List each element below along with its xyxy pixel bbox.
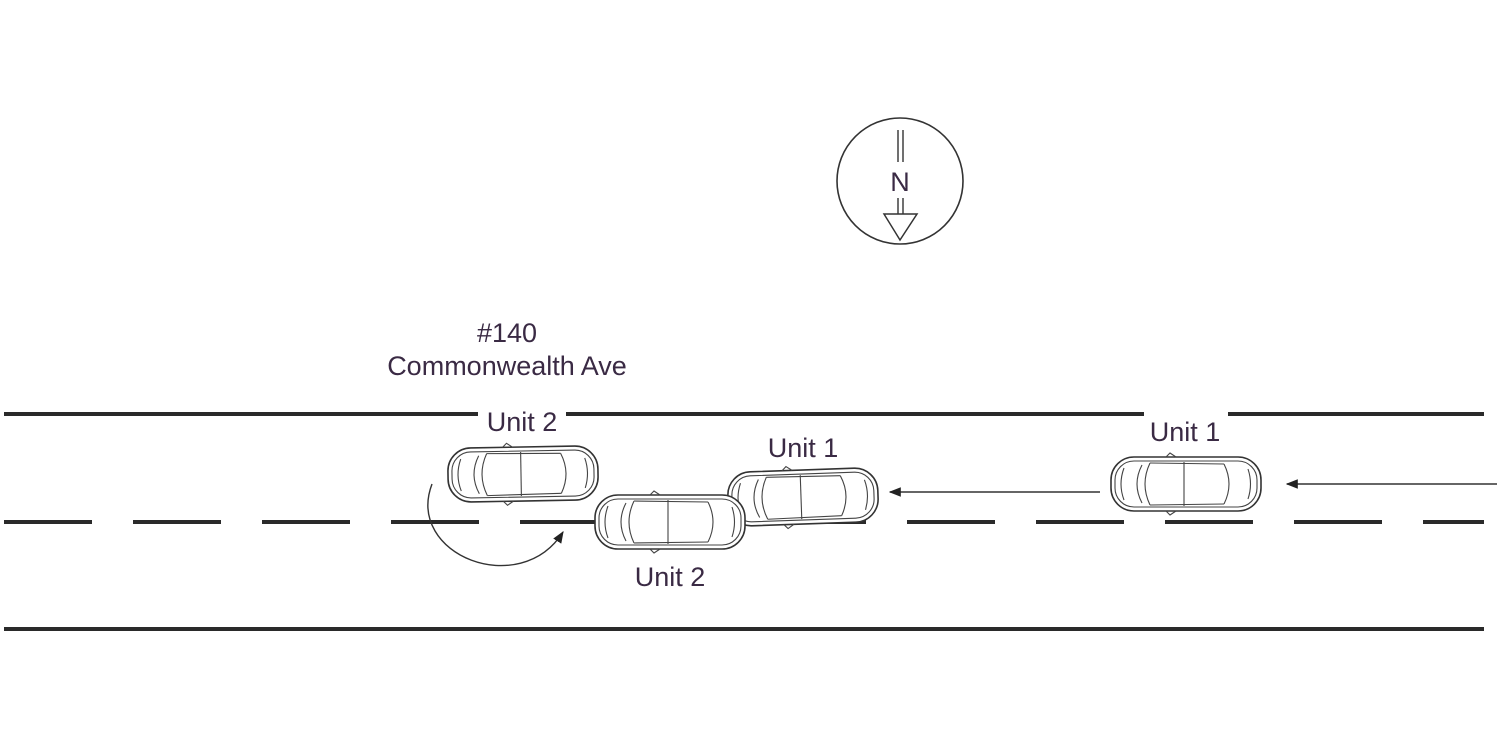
vehicle-unit1-start xyxy=(1110,452,1262,516)
address-number: #140 xyxy=(477,318,537,348)
vehicle-unit2-final xyxy=(594,490,746,554)
compass-letter: N xyxy=(890,167,910,197)
vehicle-unit2-start xyxy=(446,440,600,508)
vehicle-unit1-final xyxy=(726,462,880,532)
unit1-final-label: Unit 1 xyxy=(768,433,839,463)
unit2-turn-arrow xyxy=(427,483,564,567)
address-street: Commonwealth Ave xyxy=(387,351,627,381)
label-mask-unit1 xyxy=(1144,404,1228,424)
unit2-final-label: Unit 2 xyxy=(635,562,706,592)
unit1-start-label: Unit 1 xyxy=(1150,417,1221,447)
unit2-start-label: Unit 2 xyxy=(487,407,558,437)
label-mask-unit2 xyxy=(478,404,566,424)
north-arrow-icon: N xyxy=(836,117,964,245)
